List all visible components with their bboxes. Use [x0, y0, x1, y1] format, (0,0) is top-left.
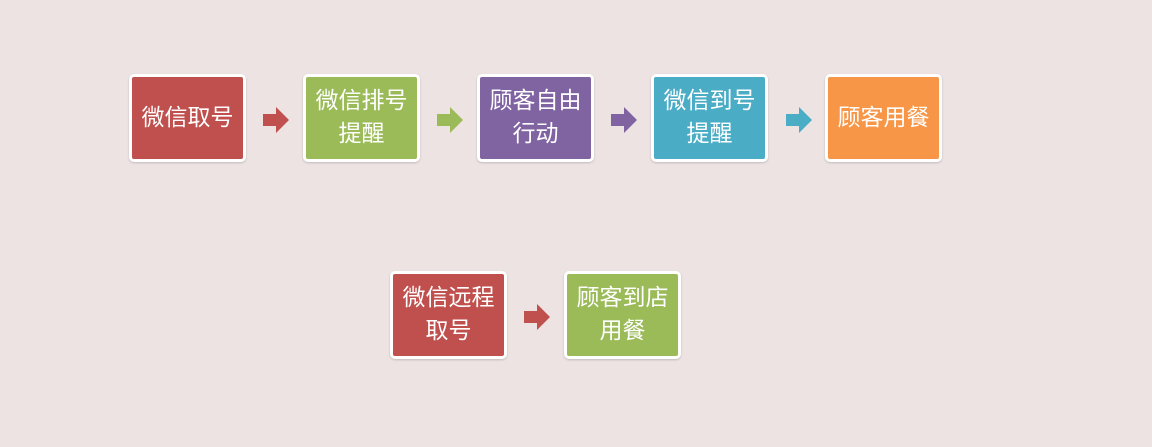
step-label: 微信到号提醒 [663, 88, 756, 147]
right-arrow-icon [262, 106, 290, 134]
step-label: 微信远程取号 [402, 285, 495, 344]
step-customer-dining: 顾客用餐 [825, 74, 942, 162]
step-wechat-queue-reminder: 微信排号提醒 [303, 74, 420, 162]
step-customer-free-activity: 顾客自由行动 [477, 74, 594, 162]
step-label: 顾客用餐 [837, 104, 930, 131]
right-arrow-icon [610, 106, 638, 134]
arrow-shape [263, 107, 289, 133]
step-wechat-turn-reminder: 微信到号提醒 [651, 74, 768, 162]
step-wechat-take-number: 微信取号 [129, 74, 246, 162]
step-label: 微信取号 [141, 104, 234, 131]
arrow-shape [437, 107, 463, 133]
step-label: 微信排号提醒 [315, 88, 408, 147]
arrow-shape [524, 304, 550, 330]
step-label: 顾客到店用餐 [576, 285, 669, 344]
step-label: 顾客自由行动 [489, 88, 582, 147]
right-arrow-icon [785, 106, 813, 134]
right-arrow-icon [436, 106, 464, 134]
arrow-shape [611, 107, 637, 133]
step-wechat-remote-take-number: 微信远程取号 [390, 271, 507, 359]
right-arrow-icon [523, 303, 551, 331]
step-customer-arrive-dine: 顾客到店用餐 [564, 271, 681, 359]
arrow-shape [786, 107, 812, 133]
